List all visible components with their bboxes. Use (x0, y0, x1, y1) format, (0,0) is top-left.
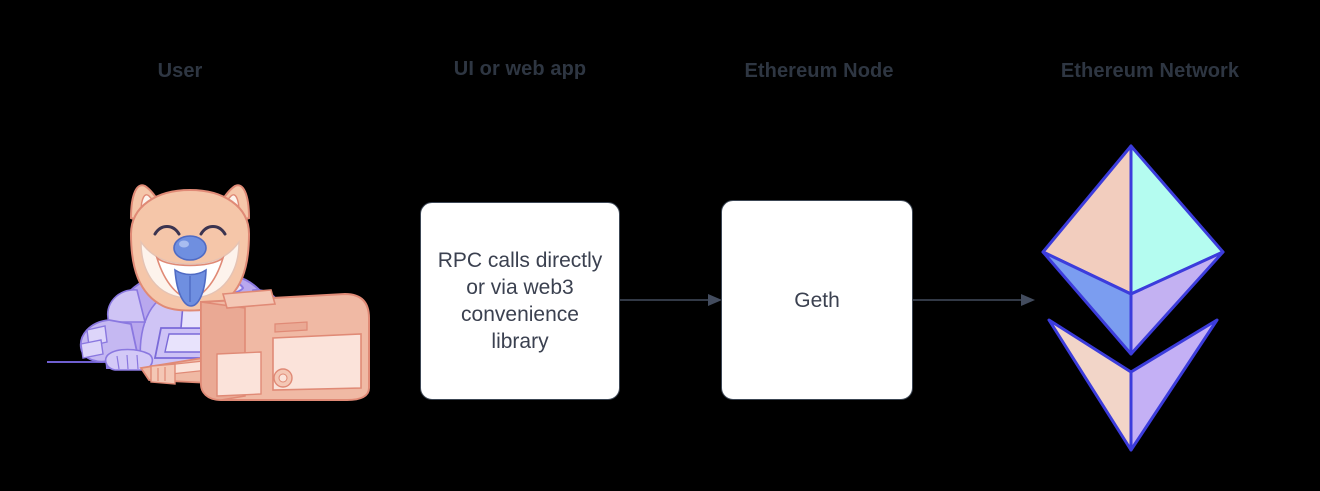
column-header-ethereum-network: Ethereum Network (1060, 60, 1240, 82)
arrow-geth-to-network (913, 293, 1035, 307)
node-rpc-calls-label: RPC calls directly or via web3 convenien… (437, 249, 603, 353)
node-geth-label: Geth (794, 288, 840, 312)
shiba-inu-mascot-illustration (45, 172, 375, 408)
column-header-ui-or-web-app: UI or web app (453, 58, 587, 80)
ethereum-diamond-logo (1035, 142, 1235, 454)
arrow-rpc-to-geth (620, 293, 722, 307)
node-rpc-calls[interactable]: RPC calls directly or via web3 convenien… (420, 202, 620, 400)
column-header-user: User (157, 60, 203, 82)
node-geth[interactable]: Geth (721, 200, 913, 400)
column-header-ethereum-node: Ethereum Node (744, 60, 894, 82)
